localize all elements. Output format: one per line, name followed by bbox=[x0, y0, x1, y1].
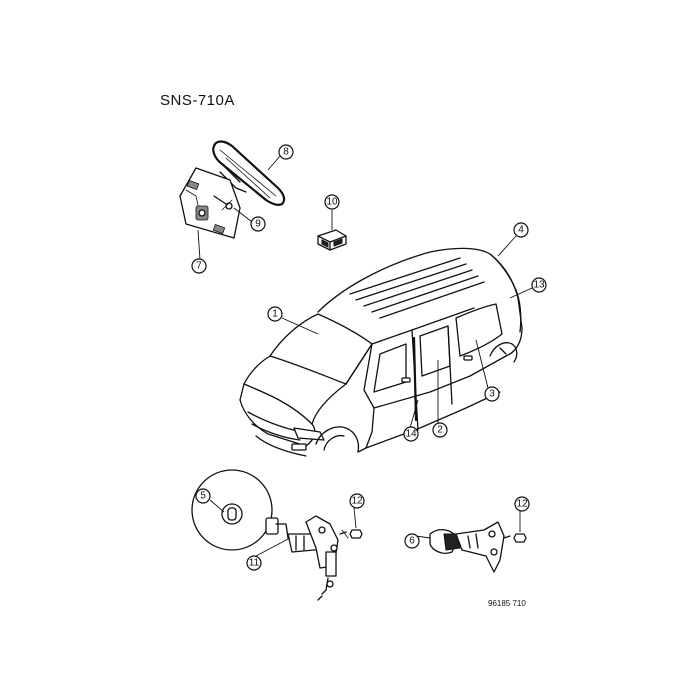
svg-text:1: 1 bbox=[272, 309, 278, 320]
callout-3: 3 bbox=[484, 386, 500, 402]
callout-7: 7 bbox=[191, 258, 207, 274]
callout-13: 13 bbox=[531, 277, 547, 293]
minivan-body bbox=[239, 247, 523, 457]
callout-2: 2 bbox=[432, 422, 448, 438]
mirror-body bbox=[212, 140, 286, 206]
sliding-door-glass bbox=[419, 325, 451, 377]
svg-text:14: 14 bbox=[405, 429, 417, 440]
callout-12a: 12 bbox=[349, 493, 365, 509]
svg-text:9: 9 bbox=[255, 219, 261, 230]
quarter-window-glass bbox=[455, 303, 503, 357]
svg-text:8: 8 bbox=[283, 147, 289, 158]
svg-text:11: 11 bbox=[249, 558, 260, 569]
svg-text:10: 10 bbox=[326, 197, 338, 208]
callout-1: 1 bbox=[267, 306, 283, 322]
bolt-right bbox=[503, 533, 527, 543]
leader-lines bbox=[197, 155, 533, 557]
figure-number: 96185 710 bbox=[488, 599, 526, 608]
inset-detail bbox=[191, 469, 277, 551]
callout-14: 14 bbox=[403, 426, 419, 442]
callout-8: 8 bbox=[278, 144, 294, 160]
svg-text:12: 12 bbox=[516, 499, 528, 510]
door-latch-assembly-right bbox=[429, 521, 505, 573]
callout-9: 9 bbox=[250, 216, 266, 232]
windshield bbox=[269, 313, 373, 385]
bolt-left bbox=[339, 529, 363, 539]
diagram-code: SNS-710A bbox=[160, 92, 235, 109]
svg-text:12: 12 bbox=[351, 496, 363, 507]
rear-view-mirror-assembly bbox=[179, 140, 286, 239]
door-latch-assembly-left bbox=[265, 515, 339, 601]
callout-10: 10 bbox=[324, 194, 340, 210]
svg-text:3: 3 bbox=[489, 389, 495, 400]
callout-5: 5 bbox=[195, 488, 211, 504]
callout-6: 6 bbox=[404, 533, 420, 549]
sliding-door-seal bbox=[412, 336, 418, 422]
svg-text:13: 13 bbox=[533, 280, 545, 291]
svg-text:5: 5 bbox=[200, 491, 206, 502]
callout-11: 11 bbox=[246, 555, 262, 571]
callout-4: 4 bbox=[513, 222, 529, 238]
svg-text:2: 2 bbox=[437, 425, 443, 436]
trim-clip bbox=[317, 229, 347, 251]
svg-text:6: 6 bbox=[409, 536, 415, 547]
callout-12b: 12 bbox=[514, 496, 530, 512]
svg-text:7: 7 bbox=[196, 261, 202, 272]
svg-text:4: 4 bbox=[518, 225, 524, 236]
